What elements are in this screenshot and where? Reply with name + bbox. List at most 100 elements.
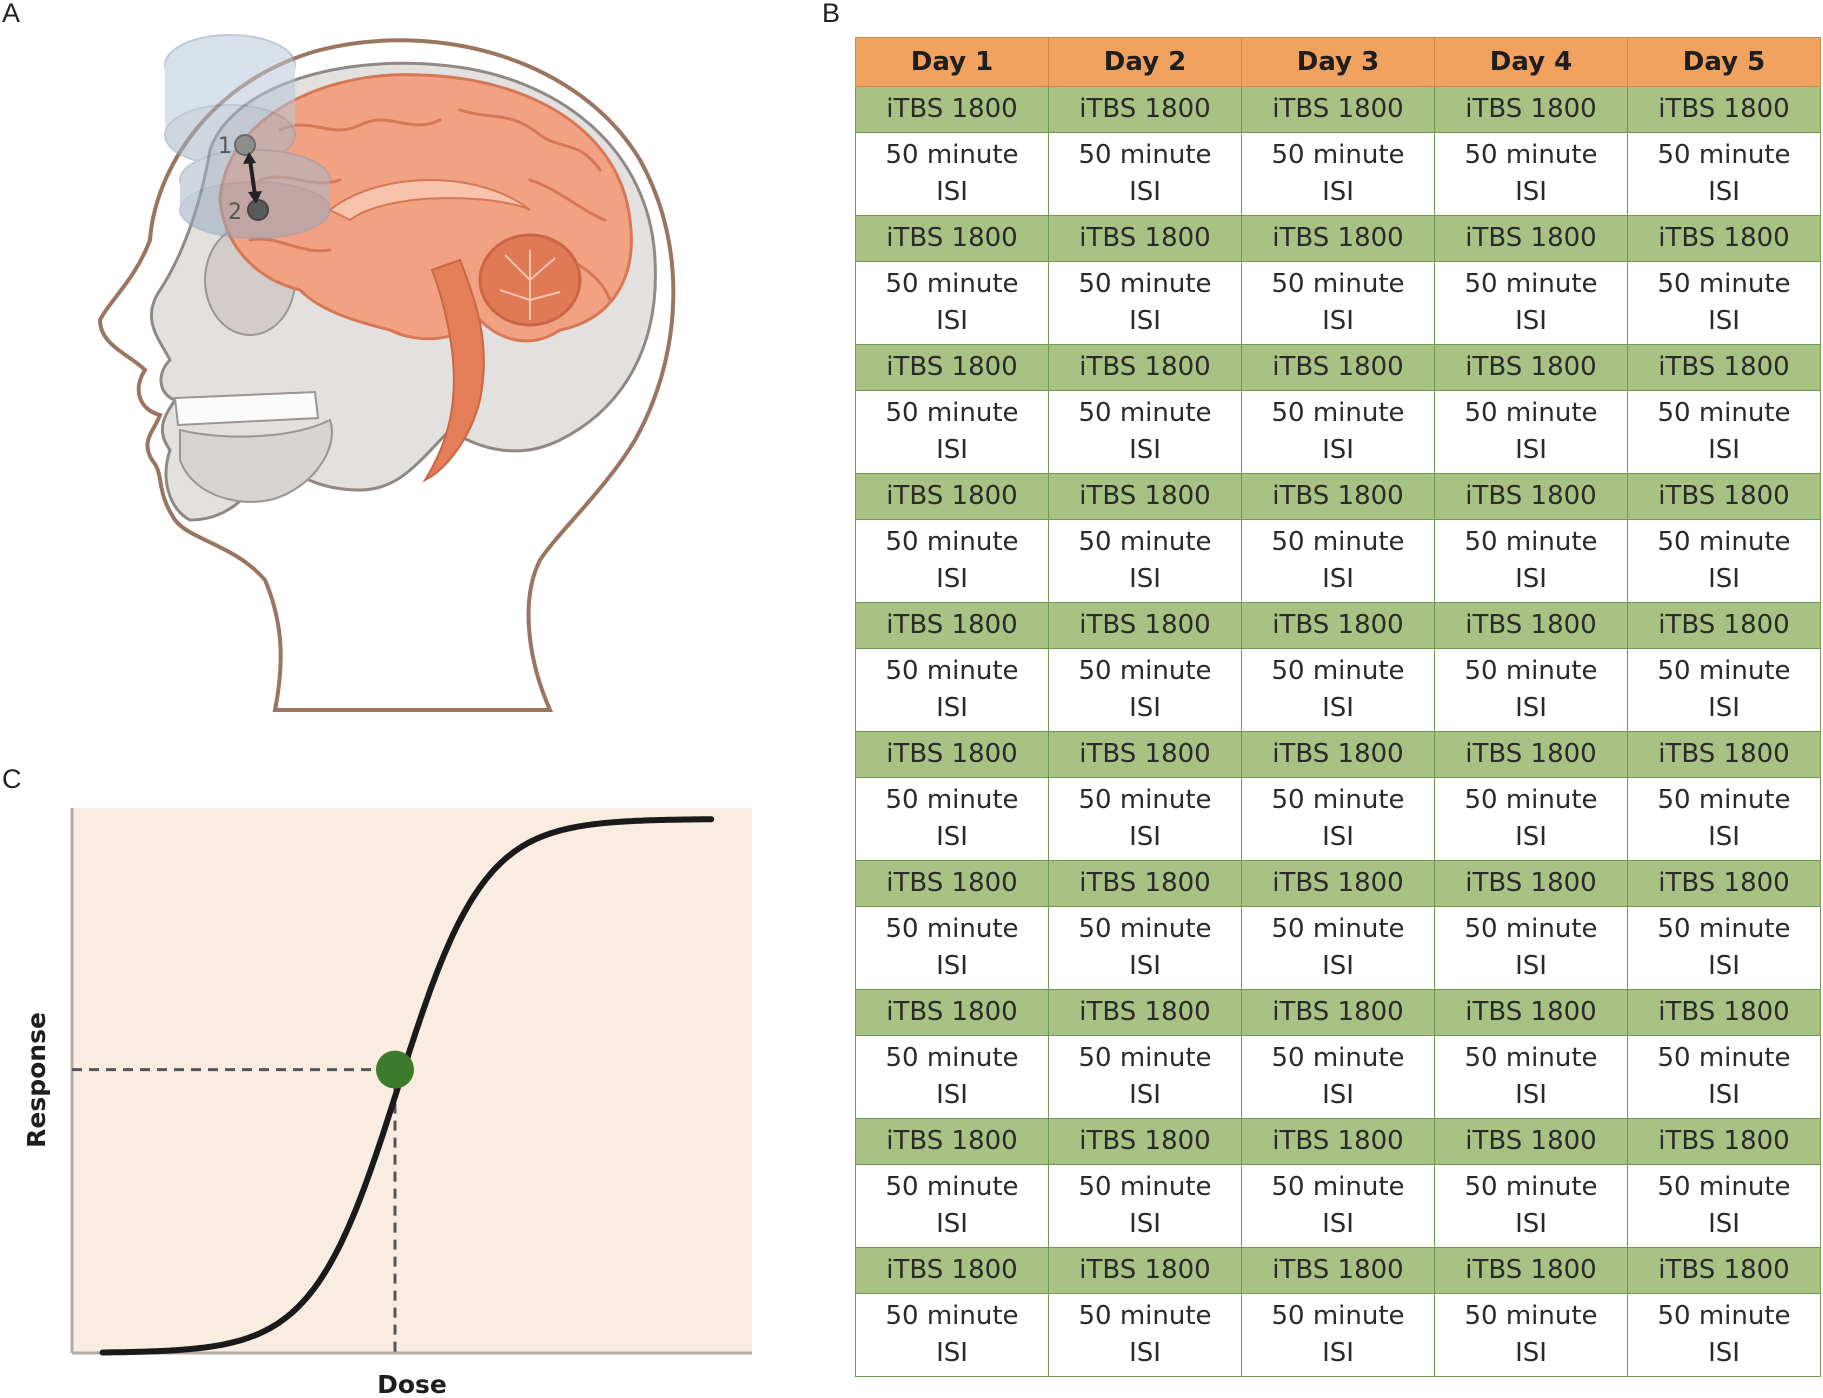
interval-line-2: ISI xyxy=(1322,177,1354,207)
interval-line-2: ISI xyxy=(1129,1209,1161,1239)
panel-label-c: C xyxy=(2,764,22,794)
interval-line-1: 50 minute xyxy=(1271,140,1405,170)
x-axis-title: Dose xyxy=(377,1370,447,1398)
session-cell: iTBS 1800 xyxy=(1434,731,1628,778)
interval-line-1: 50 minute xyxy=(885,269,1019,299)
target-2 xyxy=(247,199,269,221)
jaw xyxy=(179,418,333,503)
interval-line-2: ISI xyxy=(1322,822,1354,852)
session-cell: iTBS 1800 xyxy=(1627,602,1821,649)
session-cell: iTBS 1800 xyxy=(1434,473,1628,520)
interval-line-2: ISI xyxy=(1708,306,1740,336)
session-cell: iTBS 1800 xyxy=(1627,860,1821,907)
interval-line-2: ISI xyxy=(1515,435,1547,465)
session-cell: iTBS 1800 xyxy=(1048,473,1242,520)
interval-line-1: 50 minute xyxy=(1464,269,1598,299)
session-cell: iTBS 1800 xyxy=(1627,989,1821,1036)
interval-line-1: 50 minute xyxy=(1271,914,1405,944)
interval-line-1: 50 minute xyxy=(885,914,1019,944)
interval-line-2: ISI xyxy=(936,1338,968,1368)
day-header: Day 3 xyxy=(1241,37,1435,87)
day-header: Day 1 xyxy=(855,37,1049,87)
interval-line-1: 50 minute xyxy=(1464,785,1598,815)
session-cell: iTBS 1800 xyxy=(1241,215,1435,262)
session-cell: iTBS 1800 xyxy=(1434,602,1628,649)
session-cell: iTBS 1800 xyxy=(1048,989,1242,1036)
interval-line-1: 50 minute xyxy=(1078,1301,1212,1331)
interval-line-1: 50 minute xyxy=(1271,527,1405,557)
interval-line-1: 50 minute xyxy=(885,398,1019,428)
session-cell: iTBS 1800 xyxy=(855,215,1049,262)
interval-line-2: ISI xyxy=(936,951,968,981)
interval-line-2: ISI xyxy=(1708,951,1740,981)
interval-line-1: 50 minute xyxy=(885,527,1019,557)
session-cell: iTBS 1800 xyxy=(1241,1247,1435,1294)
interval-line-1: 50 minute xyxy=(1657,140,1791,170)
interval-line-1: 50 minute xyxy=(1657,914,1791,944)
interval-line-2: ISI xyxy=(1515,822,1547,852)
session-cell: iTBS 1800 xyxy=(1241,602,1435,649)
corpus-callosum xyxy=(328,179,531,222)
interval-line-1: 50 minute xyxy=(1078,914,1212,944)
session-cell: iTBS 1800 xyxy=(1048,602,1242,649)
interval-line-2: ISI xyxy=(1322,564,1354,594)
interval-line-1: 50 minute xyxy=(1657,1043,1791,1073)
session-cell: iTBS 1800 xyxy=(1241,344,1435,391)
interval-line-1: 50 minute xyxy=(1271,1301,1405,1331)
session-cell: iTBS 1800 xyxy=(1434,1118,1628,1165)
interval-line-1: 50 minute xyxy=(1271,269,1405,299)
interval-line-2: ISI xyxy=(1322,693,1354,723)
depth-arrow xyxy=(248,159,257,196)
interval-line-1: 50 minute xyxy=(1464,1301,1598,1331)
session-cell: iTBS 1800 xyxy=(1434,1247,1628,1294)
session-cell: iTBS 1800 xyxy=(855,989,1049,1036)
interval-line-1: 50 minute xyxy=(1464,140,1598,170)
interval-line-2: ISI xyxy=(1322,1338,1354,1368)
session-cell: iTBS 1800 xyxy=(1627,1247,1821,1294)
interval-line-1: 50 minute xyxy=(1078,785,1212,815)
interval-line-2: ISI xyxy=(1515,306,1547,336)
session-cell: iTBS 1800 xyxy=(1434,860,1628,907)
interval-line-2: ISI xyxy=(936,435,968,465)
depth-arrow-head-up xyxy=(243,152,256,164)
interval-line-2: ISI xyxy=(1129,435,1161,465)
interval-line-1: 50 minute xyxy=(1078,527,1212,557)
interval-line-2: ISI xyxy=(936,822,968,852)
interval-line-2: ISI xyxy=(1322,435,1354,465)
highlight-point xyxy=(376,1050,414,1089)
interval-line-2: ISI xyxy=(1129,822,1161,852)
session-cell: iTBS 1800 xyxy=(1627,1118,1821,1165)
day-header: Day 4 xyxy=(1434,37,1628,87)
session-cell: iTBS 1800 xyxy=(855,473,1049,520)
